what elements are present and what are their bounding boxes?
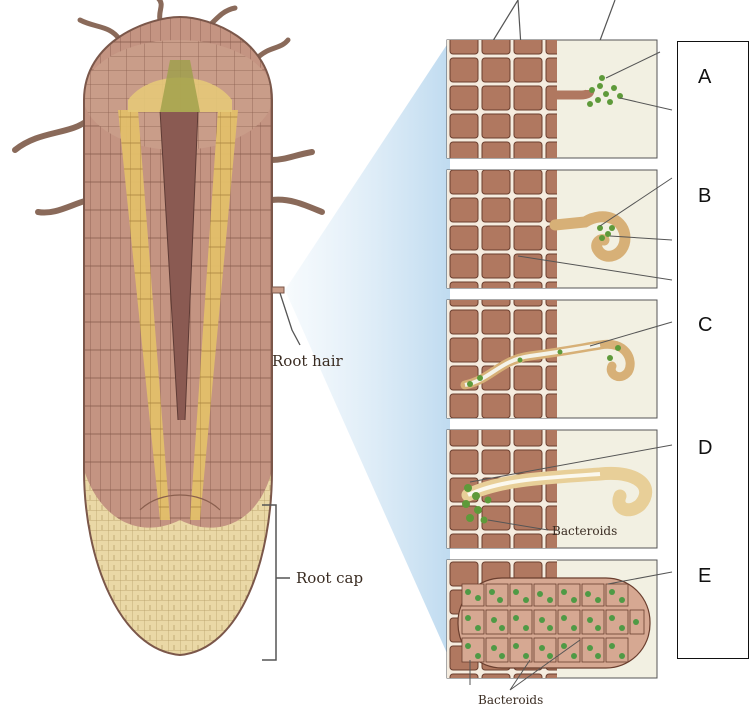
panel-e: Bacteroids bbox=[447, 560, 672, 707]
panel-letter-a: A bbox=[698, 67, 711, 87]
zoom-beam bbox=[285, 40, 450, 660]
panel-d: Bacteroids bbox=[447, 430, 672, 548]
bacteroids-label-d: Bacteroids bbox=[552, 524, 617, 538]
panel-a bbox=[447, 40, 672, 158]
nodule-cells bbox=[462, 584, 644, 662]
root-cap-label: Root cap bbox=[296, 569, 363, 587]
panel-letter-box bbox=[677, 41, 749, 659]
panel-letter-d: D bbox=[698, 438, 712, 458]
panel-letter-b: B bbox=[698, 186, 711, 206]
panel-letter-e: E bbox=[698, 566, 711, 586]
panel-letter-c: C bbox=[698, 315, 712, 335]
panel-c bbox=[447, 300, 672, 418]
panel-b bbox=[447, 170, 672, 288]
root-hair-label: Root hair bbox=[272, 352, 344, 370]
bacteroids-label-e: Bacteroids bbox=[478, 693, 543, 707]
